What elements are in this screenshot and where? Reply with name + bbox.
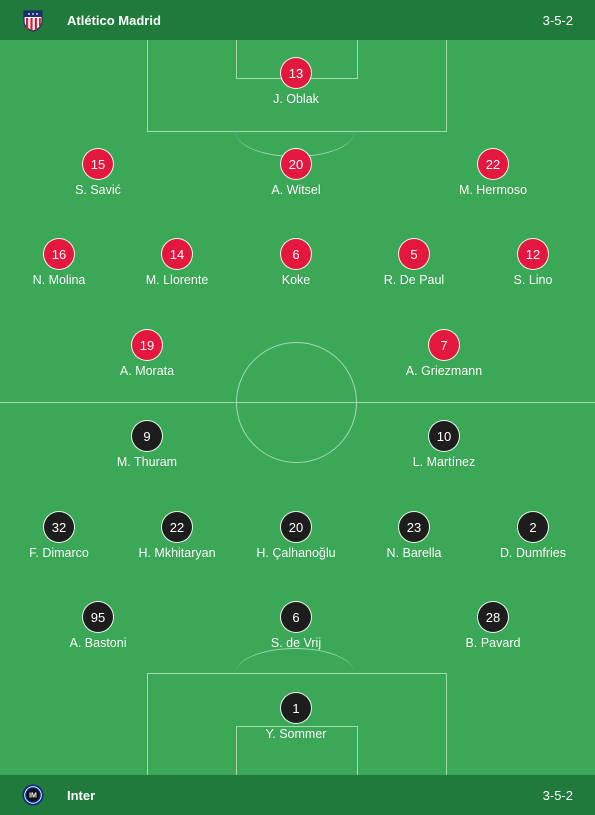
shirt-number: 6 bbox=[281, 602, 311, 632]
player-away-mid-4[interactable]: 23 N. Barella bbox=[349, 512, 479, 560]
player-name: Koke bbox=[281, 273, 311, 287]
center-circle bbox=[236, 342, 357, 463]
inter-crest-icon: IM bbox=[22, 784, 44, 808]
player-name: A. Morata bbox=[119, 364, 175, 378]
player-home-mid-5[interactable]: 12 S. Lino bbox=[468, 239, 595, 287]
player-home-gk[interactable]: 13 J. Oblak bbox=[231, 58, 361, 106]
player-away-fwd-2[interactable]: 10 L. Martínez bbox=[379, 421, 509, 469]
player-away-def-3[interactable]: 28 B. Pavard bbox=[428, 602, 558, 650]
player-away-fwd-1[interactable]: 9 M. Thuram bbox=[82, 421, 212, 469]
player-name: R. De Paul bbox=[383, 273, 445, 287]
player-away-def-2[interactable]: 6 S. de Vrij bbox=[231, 602, 361, 650]
bottom-goal-area bbox=[236, 726, 358, 776]
player-away-mid-2[interactable]: 22 H. Mkhitaryan bbox=[112, 512, 242, 560]
player-home-def-3[interactable]: 22 M. Hermoso bbox=[428, 149, 558, 197]
shirt-number: 7 bbox=[429, 330, 459, 360]
player-name: Y. Sommer bbox=[265, 727, 327, 741]
shirt-number: 1 bbox=[281, 693, 311, 723]
player-home-mid-2[interactable]: 14 M. Llorente bbox=[112, 239, 242, 287]
player-name: M. Thuram bbox=[116, 455, 178, 469]
away-team-header: IM Inter 3-5-2 bbox=[0, 775, 595, 815]
shirt-number: 16 bbox=[44, 239, 74, 269]
player-home-fwd-1[interactable]: 19 A. Morata bbox=[82, 330, 212, 378]
shirt-number: 22 bbox=[162, 512, 192, 542]
home-formation: 3-5-2 bbox=[542, 12, 573, 28]
player-name: D. Dumfries bbox=[500, 546, 566, 560]
player-name: S. Savić bbox=[75, 183, 121, 197]
shirt-number: 2 bbox=[518, 512, 548, 542]
player-name: M. Llorente bbox=[145, 273, 209, 287]
svg-text:IM: IM bbox=[29, 793, 37, 800]
player-home-def-2[interactable]: 20 A. Witsel bbox=[231, 149, 361, 197]
away-formation: 3-5-2 bbox=[542, 787, 573, 803]
player-away-mid-3[interactable]: 20 H. Çalhanoğlu bbox=[231, 512, 361, 560]
shirt-number: 6 bbox=[281, 239, 311, 269]
player-name: L. Martínez bbox=[412, 455, 476, 469]
bottom-penalty-arc bbox=[236, 648, 354, 674]
shirt-number: 10 bbox=[429, 421, 459, 451]
shirt-number: 13 bbox=[281, 58, 311, 88]
atletico-madrid-crest-icon bbox=[22, 8, 44, 32]
shirt-number: 20 bbox=[281, 512, 311, 542]
shirt-number: 9 bbox=[132, 421, 162, 451]
player-home-fwd-2[interactable]: 7 A. Griezmann bbox=[379, 330, 509, 378]
player-home-mid-3[interactable]: 6 Koke bbox=[231, 239, 361, 287]
player-name: B. Pavard bbox=[465, 636, 521, 650]
player-name: M. Hermoso bbox=[458, 183, 528, 197]
shirt-number: 22 bbox=[478, 149, 508, 179]
shirt-number: 14 bbox=[162, 239, 192, 269]
player-away-mid-5[interactable]: 2 D. Dumfries bbox=[468, 512, 595, 560]
player-away-gk[interactable]: 1 Y. Sommer bbox=[231, 693, 361, 741]
player-name: A. Bastoni bbox=[69, 636, 127, 650]
shirt-number: 20 bbox=[281, 149, 311, 179]
shirt-number: 19 bbox=[132, 330, 162, 360]
bottom-penalty-area bbox=[147, 673, 447, 776]
shirt-number: 23 bbox=[399, 512, 429, 542]
away-team-name[interactable]: Inter bbox=[67, 787, 96, 803]
player-name: N. Barella bbox=[386, 546, 442, 560]
player-away-mid-1[interactable]: 32 F. Dimarco bbox=[0, 512, 124, 560]
player-name: S. de Vrij bbox=[270, 636, 322, 650]
shirt-number: 95 bbox=[83, 602, 113, 632]
player-home-def-1[interactable]: 15 S. Savić bbox=[33, 149, 163, 197]
player-name: N. Molina bbox=[32, 273, 86, 287]
player-name: H. Çalhanoğlu bbox=[256, 546, 336, 560]
shirt-number: 28 bbox=[478, 602, 508, 632]
player-name: F. Dimarco bbox=[29, 546, 89, 560]
player-home-mid-4[interactable]: 5 R. De Paul bbox=[349, 239, 479, 287]
shirt-number: 15 bbox=[83, 149, 113, 179]
shirt-number: 32 bbox=[44, 512, 74, 542]
player-name: S. Lino bbox=[513, 273, 553, 287]
player-away-def-1[interactable]: 95 A. Bastoni bbox=[33, 602, 163, 650]
player-name: A. Witsel bbox=[271, 183, 321, 197]
player-home-mid-1[interactable]: 16 N. Molina bbox=[0, 239, 124, 287]
home-team-header: Atlético Madrid 3-5-2 bbox=[0, 0, 595, 40]
player-name: A. Griezmann bbox=[405, 364, 483, 378]
player-name: J. Oblak bbox=[273, 92, 319, 106]
home-team-name[interactable]: Atlético Madrid bbox=[67, 12, 161, 28]
player-name: H. Mkhitaryan bbox=[138, 546, 216, 560]
shirt-number: 5 bbox=[399, 239, 429, 269]
shirt-number: 12 bbox=[518, 239, 548, 269]
